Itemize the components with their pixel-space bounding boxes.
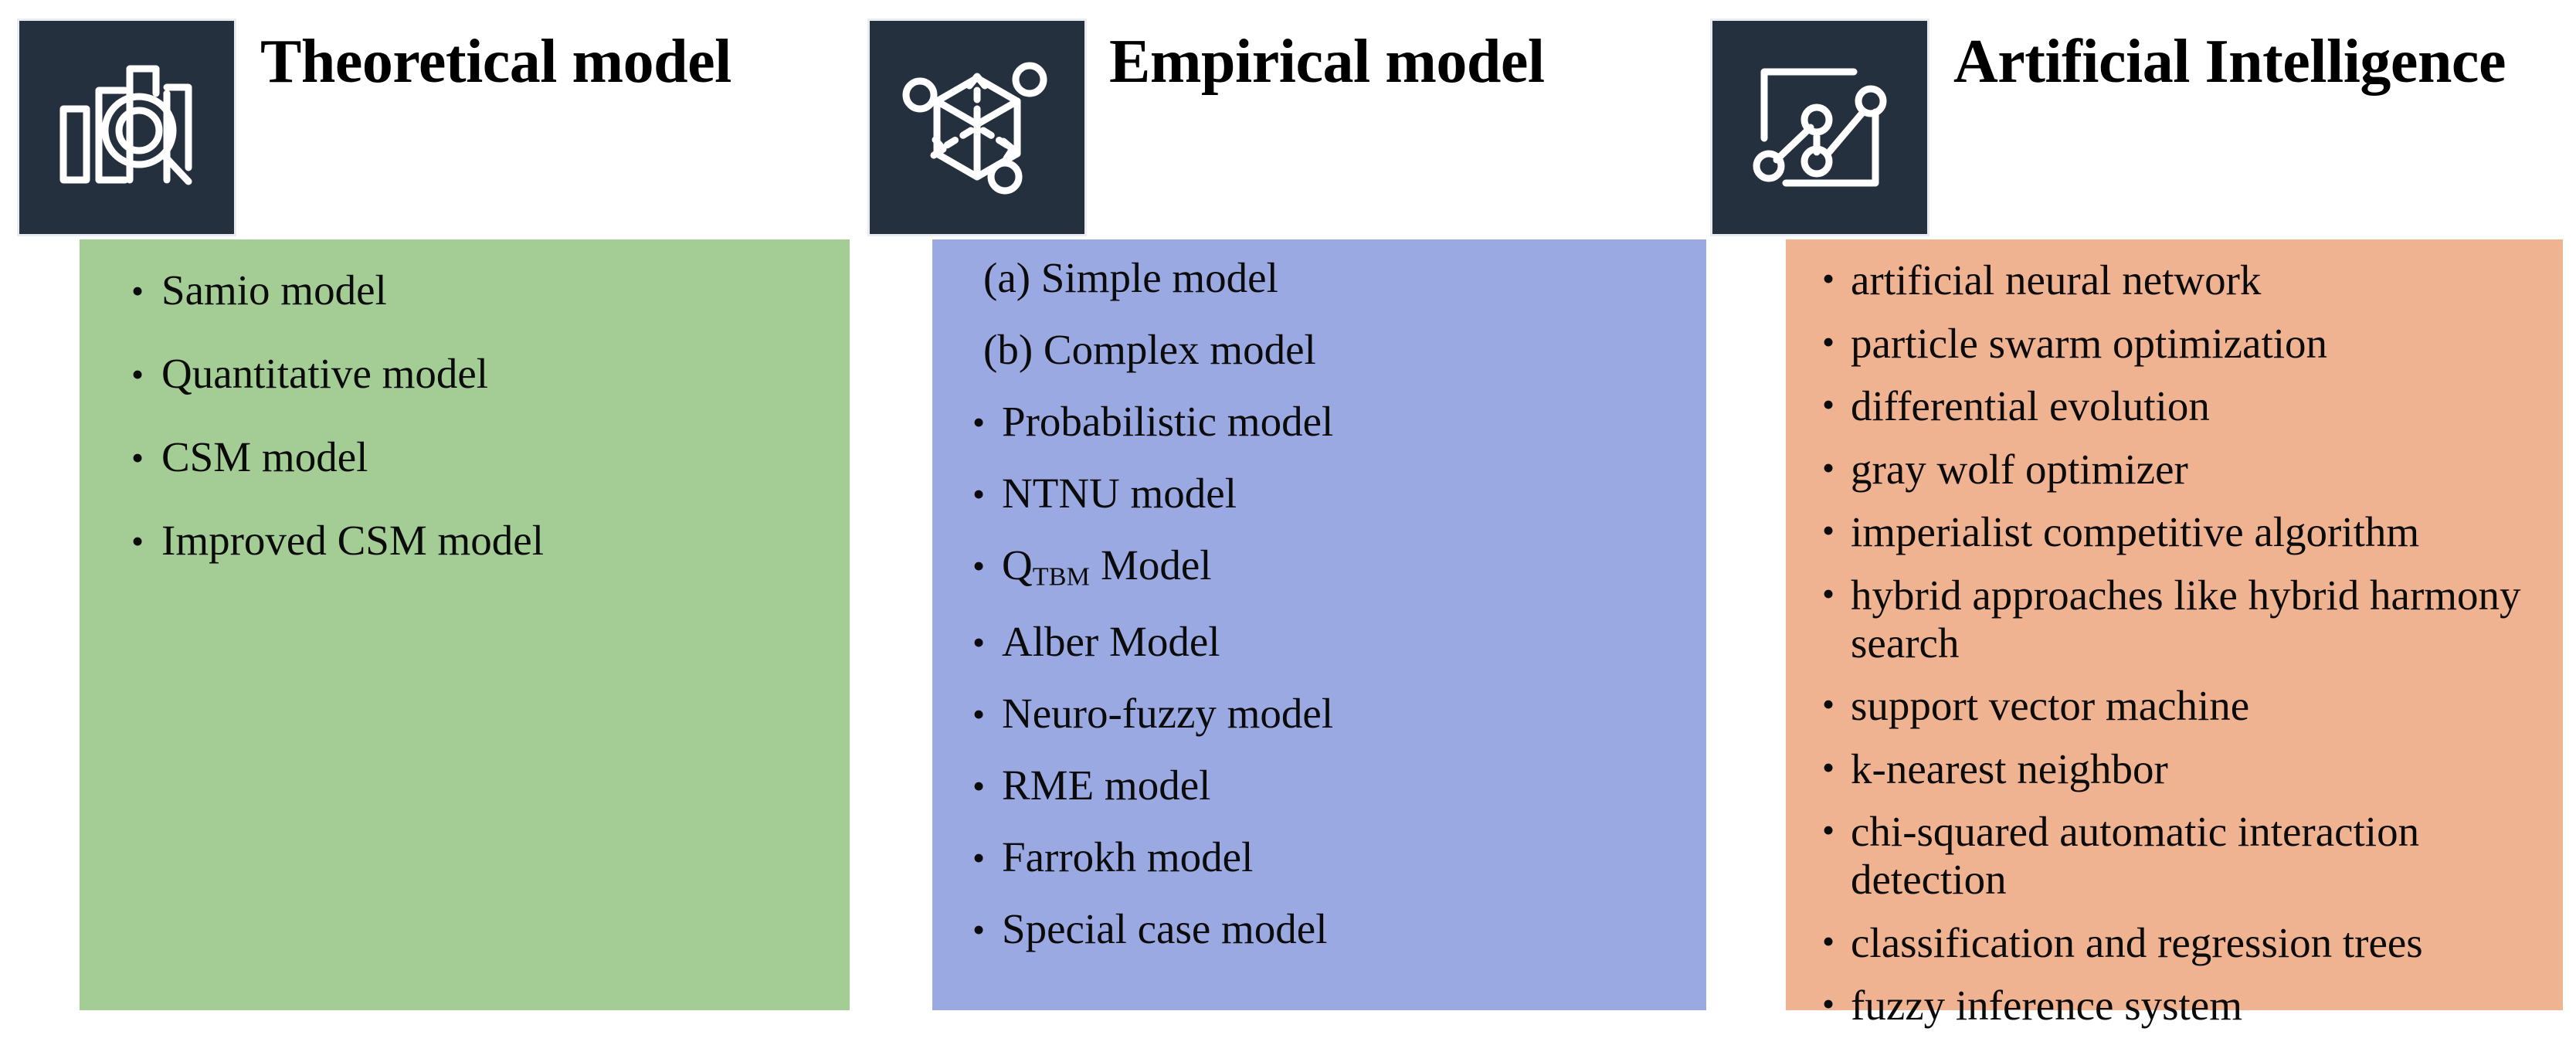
bullet-icon: • (1821, 511, 1835, 551)
bullet-icon: • (1821, 684, 1835, 724)
list-item: • k-nearest neighbor (1786, 745, 2544, 793)
bullet-icon: • (972, 474, 986, 514)
list-item-label: k-nearest neighbor (1851, 745, 2168, 792)
list-item-label: artificial neural network (1851, 256, 2262, 304)
list-item-label: classification and regression trees (1851, 918, 2423, 966)
list-item-label: QTBM Model (1002, 544, 1683, 591)
list-item-label: Farrokh model (1002, 833, 1254, 880)
bullet-icon: • (1821, 447, 1835, 487)
bullet-icon: • (1821, 810, 1835, 850)
list-item-label: Quantitative model (161, 350, 489, 397)
list-item-label: CSM model (161, 433, 368, 480)
list-item: • support vector machine (1786, 682, 2544, 730)
list-item: • fuzzy inference system (1786, 982, 2544, 1030)
theoretical-model-panel (80, 239, 850, 1010)
list-item: • RME model (932, 764, 1683, 806)
list-item-label: differential evolution (1851, 382, 2210, 430)
list-item: • (a) Simple model (932, 256, 1683, 299)
list-item: • Quantitative model (80, 352, 826, 395)
theoretical-model-list: • Samio model • Quantitative model • CSM… (80, 239, 850, 602)
list-item: • (b) Complex model (932, 328, 1683, 371)
list-item-label: imperialist competitive algorithm (1851, 508, 2420, 556)
list-item: • imperialist competitive algorithm (1786, 508, 2544, 556)
list-item-label: support vector machine (1851, 682, 2250, 730)
list-item: • Neuro-fuzzy model (932, 692, 1683, 735)
bullet-icon: • (972, 622, 986, 662)
list-item: • Improved CSM model (80, 519, 826, 562)
page-title-theoretical-model: Theoretical model (260, 28, 731, 96)
list-item-label: chi-squared automatic interaction detect… (1851, 808, 2420, 903)
bullet-icon: • (131, 355, 144, 394)
bullet-icon: • (131, 521, 144, 561)
bullet-icon: • (972, 546, 986, 585)
bullet-icon: • (1821, 259, 1835, 298)
list-item: • differential evolution (1786, 382, 2544, 430)
list-item: • Farrokh model (932, 836, 1683, 878)
page-title-artificial-intelligence: Artificial Intelligence (1953, 28, 2506, 96)
qtbm-base: Q (1002, 541, 1033, 589)
empirical-model-list: • (a) Simple model • (b) Complex model •… (932, 239, 1706, 979)
bullet-icon: • (972, 694, 986, 734)
list-item-label: (b) Complex model (983, 326, 1316, 373)
list-item: • gray wolf optimizer (1786, 446, 2544, 494)
qtbm-suffix: Model (1090, 541, 1212, 589)
bullet-icon: • (972, 837, 986, 877)
list-item: • Special case model (932, 908, 1683, 950)
empirical-model-panel (932, 239, 1706, 1010)
line-chart-nodes-icon (1753, 68, 1887, 187)
qtbm-subscript: TBM (1032, 562, 1091, 592)
list-item-label: Probabilistic model (1002, 398, 1334, 445)
bullet-icon: • (1821, 747, 1835, 787)
list-item-label: Special case model (1002, 904, 1328, 952)
list-item: • classification and regression trees (1786, 919, 2544, 967)
list-item-label: gray wolf optimizer (1851, 445, 2188, 493)
bullet-icon: • (1821, 321, 1835, 361)
list-item-label: Improved CSM model (161, 517, 544, 564)
theoretical-model-icon-box (19, 21, 234, 234)
empirical-model-icon-box (870, 21, 1084, 234)
list-item-label: NTNU model (1002, 470, 1237, 517)
list-item-label: fuzzy inference system (1851, 982, 2242, 1030)
artificial-intelligence-panel (1786, 239, 2563, 1010)
artificial-intelligence-list: • artificial neural network • particle s… (1786, 239, 2563, 1045)
list-item: • Probabilistic model (932, 400, 1683, 443)
bullet-icon: • (1821, 573, 1835, 613)
bullet-icon: • (1821, 984, 1835, 1024)
list-item-label: Alber Model (1002, 617, 1220, 665)
list-item-label: hybrid approaches like hybrid harmony se… (1851, 571, 2521, 667)
bullet-icon: • (972, 765, 986, 806)
list-item: • Alber Model (932, 620, 1683, 663)
list-item: • NTNU model (932, 472, 1683, 514)
cube-nodes-icon (902, 62, 1047, 195)
bullet-icon: • (131, 271, 144, 310)
bullet-icon: • (1821, 921, 1835, 961)
list-item-label: (a) Simple model (983, 254, 1278, 301)
list-item-label: Neuro-fuzzy model (1002, 689, 1334, 737)
list-item-label: Samio model (161, 266, 387, 314)
list-item: • QTBM Model (932, 544, 1683, 591)
list-item: • hybrid approaches like hybrid harmony … (1786, 572, 2544, 667)
list-item-label: RME model (1002, 761, 1211, 809)
bullet-icon: • (1821, 385, 1835, 425)
page-title-empirical-model: Empirical model (1109, 28, 1545, 96)
list-item: • chi-squared automatic interaction dete… (1786, 808, 2544, 903)
list-item: • particle swarm optimization (1786, 320, 2544, 368)
bullet-icon: • (131, 438, 144, 477)
list-item-label: particle swarm optimization (1851, 319, 2328, 367)
list-item: • CSM model (80, 436, 826, 478)
bullet-icon: • (972, 402, 986, 442)
bullet-icon: • (972, 909, 986, 949)
bar-chart-magnifier-icon (59, 65, 192, 185)
artificial-intelligence-icon-box (1712, 21, 1927, 234)
list-item: • Samio model (80, 269, 826, 311)
list-item: • artificial neural network (1786, 256, 2544, 304)
